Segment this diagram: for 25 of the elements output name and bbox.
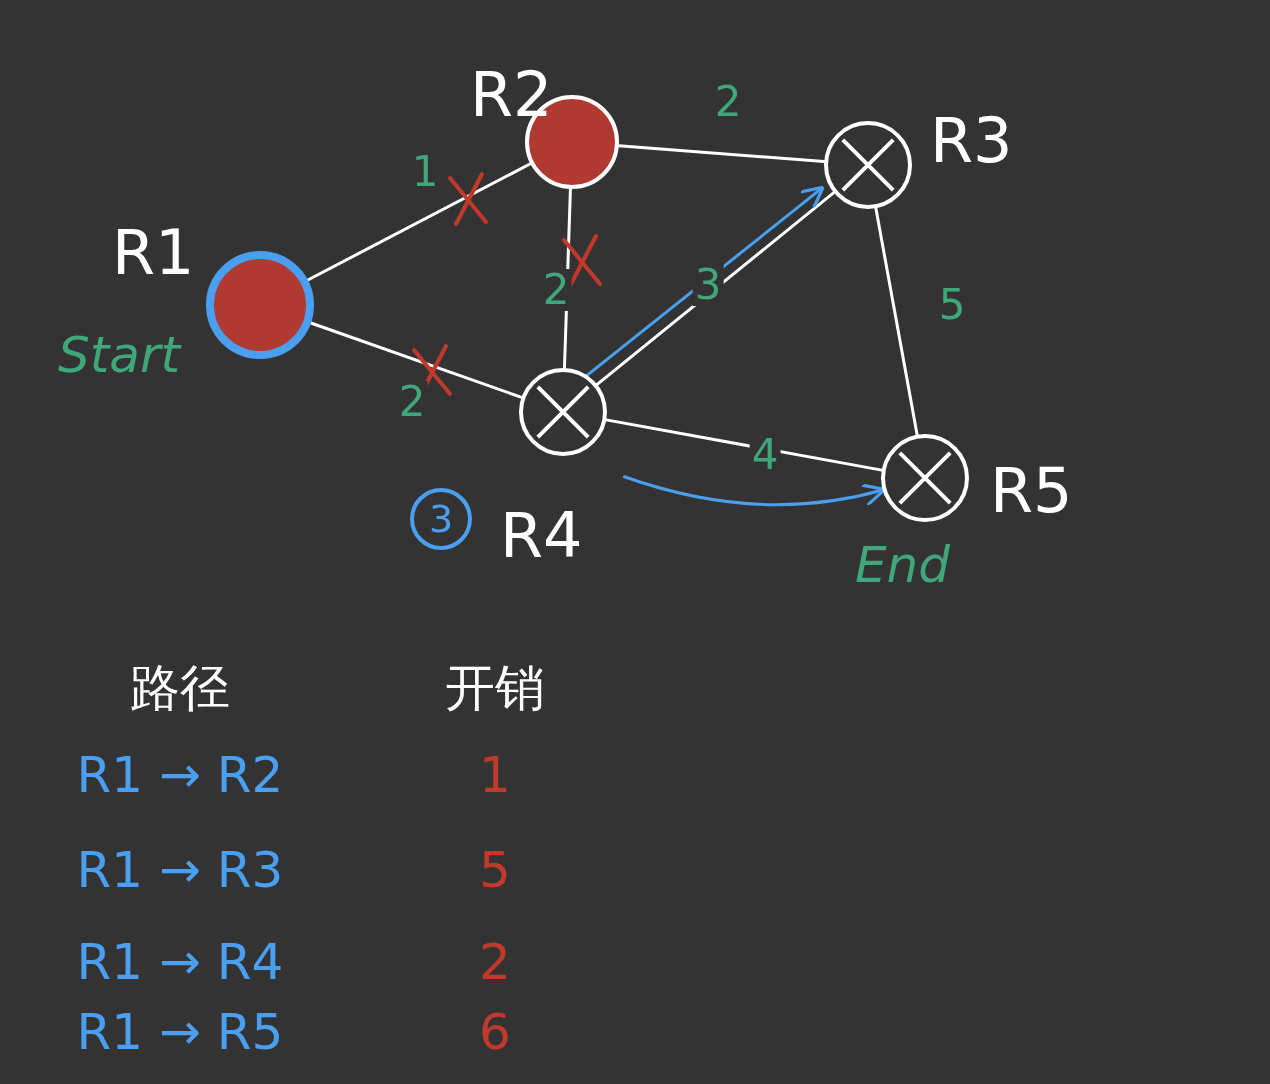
node-label: R3	[930, 110, 1013, 172]
link-line	[604, 418, 884, 472]
path-arrow	[622, 475, 887, 507]
node-label: R4	[500, 505, 583, 567]
cost-value: 6	[479, 1007, 511, 1057]
node-label: R5	[990, 460, 1073, 522]
cost-value: 5	[479, 845, 511, 895]
endpoint-label: End	[855, 540, 951, 590]
path-text: R1 → R3	[76, 845, 284, 895]
path-text: R1 → R5	[76, 1007, 284, 1057]
node-label: R1	[112, 222, 195, 284]
link-line	[306, 162, 532, 282]
cost-value: 2	[479, 937, 511, 987]
node-label: R2	[470, 64, 553, 126]
edge-label: 3	[692, 264, 724, 306]
step-number: 3	[410, 488, 472, 550]
path-text: R1 → R4	[76, 937, 284, 987]
link-line	[874, 206, 919, 437]
column-header: 开销	[445, 663, 545, 713]
link-line	[309, 321, 523, 399]
cost-value: 1	[479, 750, 511, 800]
endpoint-label: Start	[58, 330, 181, 380]
link-line	[617, 144, 826, 164]
path-text: R1 → R2	[76, 750, 284, 800]
column-header: 路径	[130, 663, 230, 713]
